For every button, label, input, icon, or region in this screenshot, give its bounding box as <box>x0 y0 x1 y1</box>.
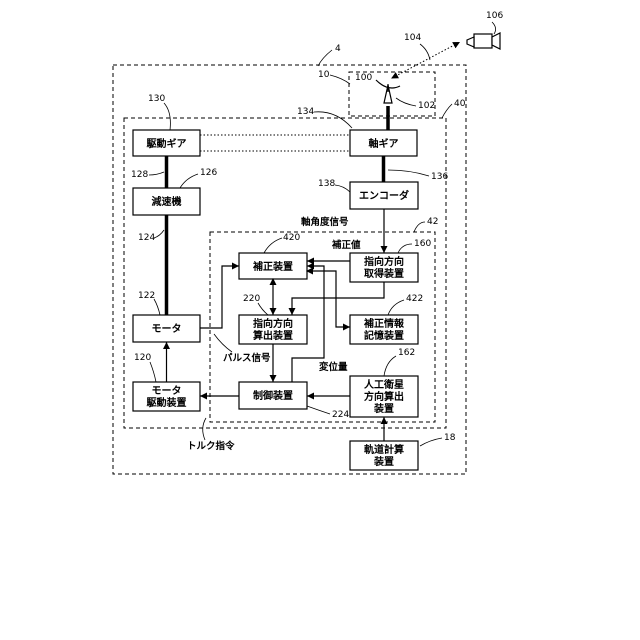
shaft-gear-label: 軸ギア <box>369 137 399 150</box>
leader-130 <box>164 103 170 130</box>
correction-value-label: 補正値 <box>331 239 361 251</box>
ref-126: 126 <box>200 168 217 178</box>
leader-102 <box>396 98 416 106</box>
correction-storage-label-2: 記憶装置 <box>364 329 404 342</box>
satellite-camera-icon <box>467 33 500 49</box>
motor-drive-label-2: 駆動装置 <box>146 396 187 409</box>
pointing-calc-label-1: 指向方向 <box>253 317 293 330</box>
ref-136: 136 <box>431 172 448 182</box>
ref-220: 220 <box>243 294 260 304</box>
motor-label: モータ <box>152 323 182 335</box>
pulse-signal-label: パルス信号 <box>223 352 271 364</box>
leader-162 <box>384 356 396 376</box>
correction-storage-label-1: 補正情報 <box>363 317 405 330</box>
control-device-label: 制御装置 <box>253 389 293 402</box>
ref-42: 42 <box>427 217 438 227</box>
satellite-calc-label-3: 装置 <box>373 402 394 415</box>
leader-18 <box>420 438 442 446</box>
ref-130: 130 <box>148 94 165 104</box>
leader-4 <box>318 50 332 66</box>
leader-10 <box>330 75 350 84</box>
ref-128: 128 <box>131 170 148 180</box>
leader-40 <box>442 104 452 118</box>
leader-136 <box>388 170 429 176</box>
reducer-label: 減速機 <box>152 195 182 208</box>
ref-162: 162 <box>398 348 415 358</box>
leader-122 <box>154 299 160 315</box>
pulse-to-correction <box>200 266 239 328</box>
pointing-acq-label-2: 取得装置 <box>364 267 404 280</box>
ref-102: 102 <box>418 101 435 111</box>
satellite-calc-label-2: 方向算出 <box>364 390 404 403</box>
leader-422 <box>388 300 404 315</box>
leader-104 <box>420 44 430 60</box>
leader-42 <box>414 222 425 232</box>
leader-420 <box>264 238 282 253</box>
leader-138 <box>335 185 350 192</box>
radio-link <box>392 42 460 78</box>
leader-120 <box>150 362 156 382</box>
pointing-acq-label-1: 指向方向 <box>364 255 404 268</box>
leader-124 <box>154 230 164 238</box>
leader-126 <box>180 174 198 188</box>
ref-4: 4 <box>335 44 341 54</box>
ref-160: 160 <box>414 239 431 249</box>
ref-138: 138 <box>318 179 335 189</box>
leader-160 <box>398 244 412 253</box>
ref-40: 40 <box>454 99 466 109</box>
pulse-leader <box>214 334 232 352</box>
orbit-calc-label-2: 装置 <box>373 455 394 468</box>
pointing-calc-label-2: 算出装置 <box>252 329 293 342</box>
ref-18: 18 <box>444 433 456 443</box>
leader-224 <box>307 406 330 414</box>
correction-storage-link <box>307 271 350 327</box>
displacement-label: 変位量 <box>319 361 348 373</box>
ref-100: 100 <box>355 73 372 83</box>
ref-106: 106 <box>486 11 503 21</box>
shaft-angle-signal-label: 軸角度信号 <box>301 216 349 228</box>
correction-device-label: 補正装置 <box>252 260 293 273</box>
ref-224: 224 <box>332 410 349 420</box>
ref-104: 104 <box>404 33 421 43</box>
leader-106 <box>492 22 496 34</box>
ref-10: 10 <box>318 70 330 80</box>
torque-command-label: トルク指令 <box>187 440 235 452</box>
antenna-icon <box>376 80 400 103</box>
orbit-calc-label-1: 軌道計算 <box>364 443 404 456</box>
satellite-calc-label-1: 人工衛星 <box>364 378 404 391</box>
ref-134: 134 <box>297 107 314 117</box>
leader-220 <box>258 303 268 315</box>
ref-422: 422 <box>406 294 423 304</box>
drive-gear-label: 駆動ギア <box>146 137 187 150</box>
motor-drive-label-1: モータ <box>152 385 182 397</box>
ref-420: 420 <box>283 233 300 243</box>
leader-134 <box>314 112 352 128</box>
encoder-label: エンコーダ <box>359 189 409 202</box>
leader-128 <box>149 172 164 175</box>
torque-leader <box>203 418 206 440</box>
ref-124: 124 <box>138 233 155 243</box>
ref-120: 120 <box>134 353 151 363</box>
ref-122: 122 <box>138 291 155 301</box>
acq-to-calc <box>292 282 384 315</box>
